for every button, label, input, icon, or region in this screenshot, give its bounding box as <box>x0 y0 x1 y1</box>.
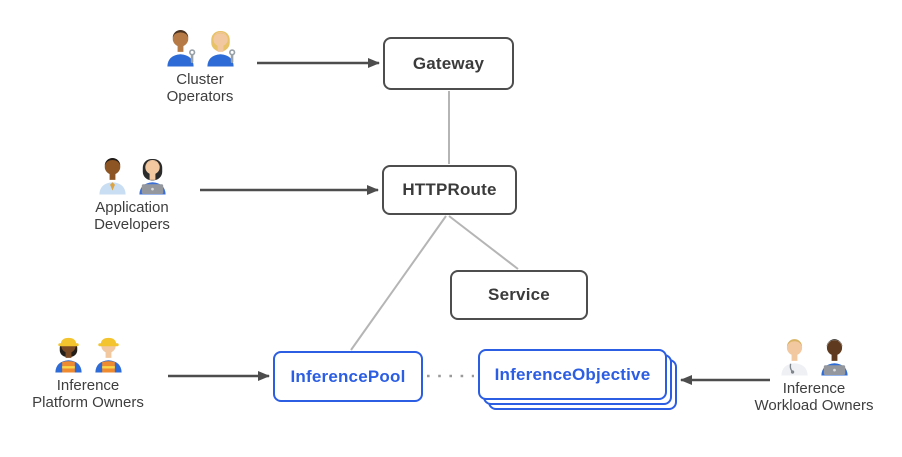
man-technologist-icon <box>820 339 848 376</box>
inference-objective-stack: InferenceObjective <box>478 349 677 410</box>
man-office-worker-icon <box>98 157 126 195</box>
inference-platform-owners-label: Inference Platform Owners <box>32 377 144 411</box>
inference-pool-node: InferencePool <box>273 351 423 402</box>
inference-workload-owners-icons <box>777 336 852 376</box>
inference-platform-owners-icons <box>51 333 126 373</box>
actor-inference-platform-owners: Inference Platform Owners <box>18 333 158 411</box>
cluster-operators-icons <box>163 27 238 67</box>
inference-workload-owners-label: Inference Workload Owners <box>754 380 874 414</box>
inference-objective-node: InferenceObjective <box>478 349 667 400</box>
actor-inference-workload-owners: Inference Workload Owners <box>744 336 884 414</box>
man-mechanic-icon <box>166 29 195 67</box>
application-developers-icons <box>95 155 170 195</box>
cluster-operators-label: Cluster Operators <box>166 71 234 105</box>
httproute-node: HTTPRoute <box>382 165 517 215</box>
gateway-label: Gateway <box>412 53 485 73</box>
woman-mechanic-icon <box>206 30 235 67</box>
inference-objective-label: InferenceObjective <box>494 364 651 384</box>
actor-application-developers: Application Developers <box>62 155 202 233</box>
gateway-node: Gateway <box>383 37 514 90</box>
service-label: Service <box>488 285 550 304</box>
man-construction-worker-icon <box>94 337 122 373</box>
inference-pool-label: InferencePool <box>290 366 406 386</box>
httproute-label: HTTPRoute <box>402 180 497 199</box>
health-worker-icon <box>780 339 808 376</box>
service-node: Service <box>450 270 588 320</box>
woman-technologist-icon <box>138 158 166 195</box>
actor-cluster-operators: Cluster Operators <box>130 27 270 105</box>
application-developers-label: Application Developers <box>94 199 170 233</box>
edge-httproute-service <box>448 215 519 270</box>
woman-construction-worker-icon <box>54 337 82 373</box>
edge-httproute-inferencepool <box>350 215 447 351</box>
